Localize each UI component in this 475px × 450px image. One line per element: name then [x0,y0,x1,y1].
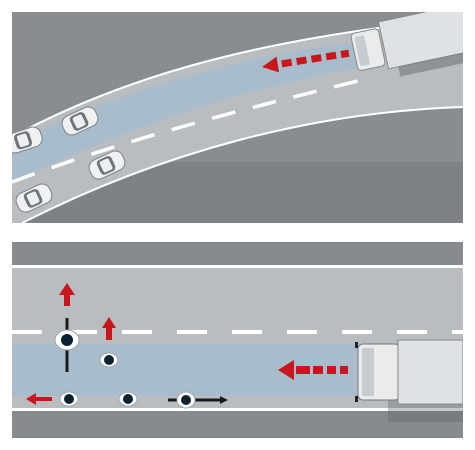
truck-icon [355,339,463,422]
highway-scene [12,12,463,223]
hazard-arrow-icon [26,283,348,405]
danger-zone [12,42,364,182]
pedestrian-icon [59,391,79,407]
cyclist-icon [54,318,80,372]
highway-scene-panel [12,12,463,223]
urban-scene-panel [12,242,463,438]
cyclist-icon [168,391,228,409]
pedestrian-icon [99,352,119,368]
urban-scene [12,242,463,438]
lane-marking [12,78,363,184]
hazard-arrow-icon [262,49,350,73]
truck-icon [350,12,463,77]
pedestrian-icon [118,391,138,407]
